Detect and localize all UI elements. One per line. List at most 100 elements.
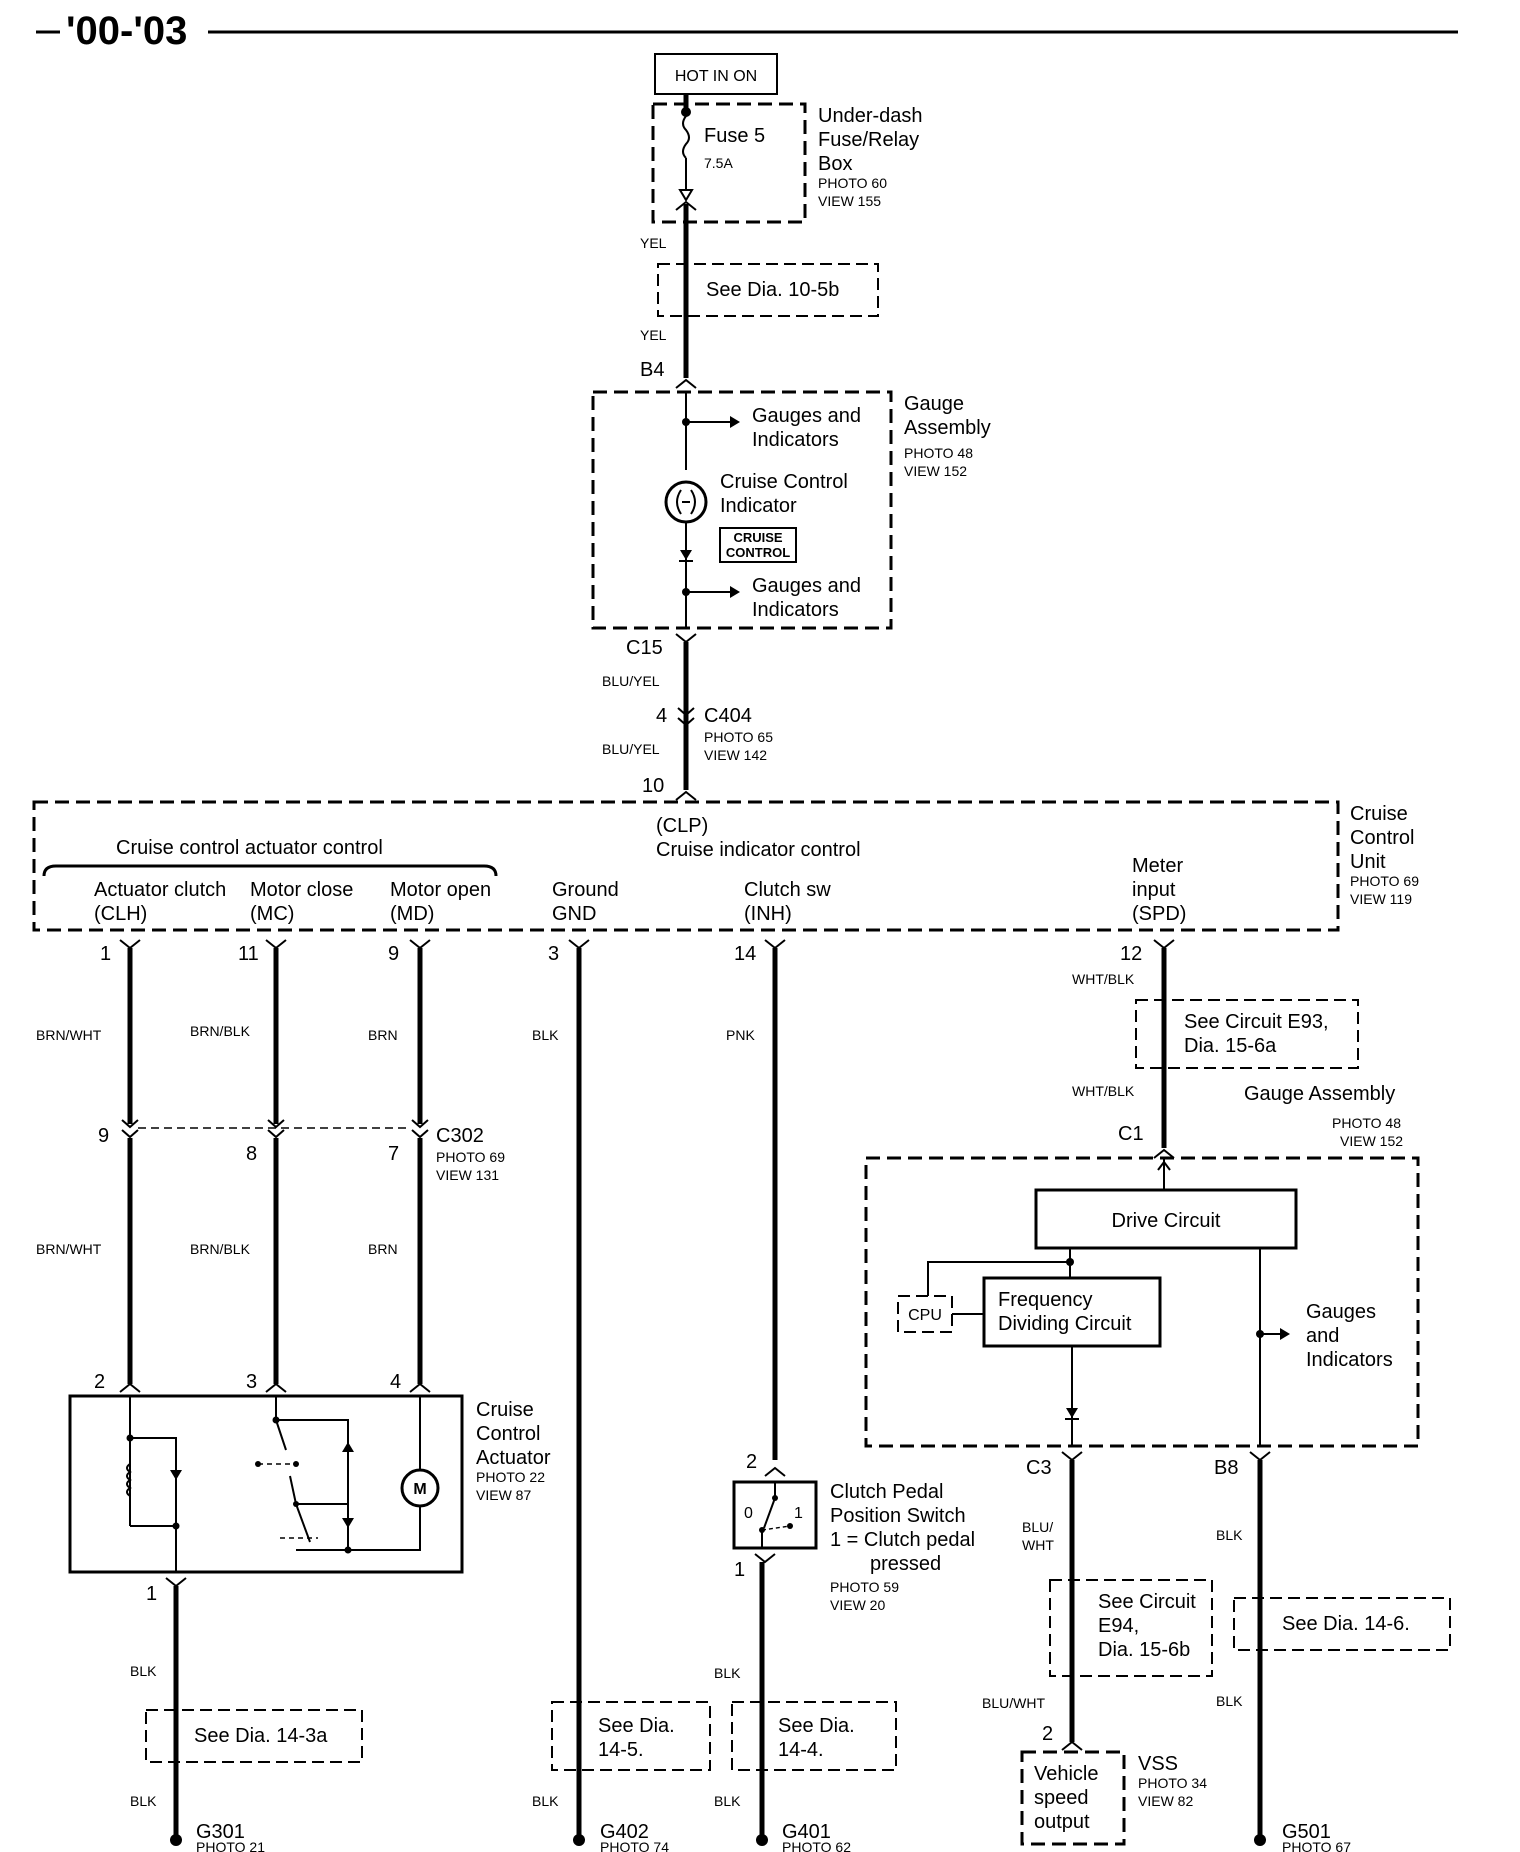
badge-text-2: CONTROL	[726, 545, 790, 560]
act-clutch-loop	[130, 1437, 177, 1527]
gauge-assembly-bottom-box	[864, 1156, 1420, 1448]
actuator-pin-2: 2	[94, 1371, 105, 1393]
wire-blk-b8-label-a: BLK	[1216, 1527, 1243, 1543]
wire-md-label-b: BRN	[368, 1241, 398, 1257]
gauge-top-out2-1: Gauges and	[752, 575, 861, 597]
act-diode-2-icon	[342, 1518, 354, 1528]
drive-to-cpu-wire	[927, 1261, 1070, 1296]
fuse-out-arrow	[678, 189, 694, 202]
act-switch-1	[275, 1419, 287, 1451]
gauge-top-out1-2: Indicators	[752, 429, 839, 451]
see-dia-14-6-box	[1233, 1597, 1451, 1651]
wire-mc-label-a: BRN/BLK	[190, 1023, 251, 1039]
gauge-bottom-view: VIEW 152	[1340, 1133, 1403, 1149]
vehicle-speed-output-box	[1020, 1750, 1126, 1846]
gauge-assembly-top-box	[591, 390, 893, 630]
ccu-pin-9: 9	[388, 943, 399, 965]
ccu-term-inh-2: (INH)	[744, 903, 792, 925]
c302-pin-9: 9	[98, 1125, 109, 1147]
ground-g301-name: G301	[196, 1821, 245, 1843]
ccu-term-md-1: Motor open	[390, 879, 491, 901]
clutch-switch-view: VIEW 20	[830, 1597, 885, 1613]
ground-g402-name: G402	[600, 1821, 649, 1843]
gauge-bottom-in-arrow	[1157, 1160, 1171, 1171]
wire-wht-blk-label-a: WHT/BLK	[1072, 971, 1135, 987]
act-motor-loop	[276, 1419, 349, 1551]
see-dia-10-5b: See Dia. 10-5b	[706, 279, 839, 301]
ccu-pin-3: 3	[548, 943, 559, 965]
ccu-photo: PHOTO 69	[1350, 873, 1419, 889]
clutch-coil-icon	[126, 1463, 132, 1497]
actuator-view: VIEW 87	[476, 1487, 531, 1503]
wire-blk-b8-label-b: BLK	[1216, 1693, 1243, 1709]
connector-vss	[1061, 1740, 1083, 1751]
freq-diode-icon	[1066, 1408, 1078, 1418]
actuator-ground-pin: 1	[146, 1583, 157, 1605]
pin-b8: B8	[1214, 1457, 1238, 1479]
ground-g501-name: G501	[1282, 1821, 1331, 1843]
actuator-pin-3: 3	[246, 1371, 257, 1393]
see-circuit-e94-2: E94,	[1098, 1615, 1139, 1637]
gauge-top-arrow-1	[730, 416, 740, 428]
ccu-pin-14: 14	[734, 943, 756, 965]
fuse-box-title-3: Box	[818, 153, 852, 175]
ccu-term-inh-1: Clutch sw	[744, 879, 831, 901]
clutch-switch-title-4: pressed	[870, 1553, 941, 1575]
pin-10: 10	[642, 775, 664, 797]
ccu-pin-11: 11	[238, 943, 259, 965]
connector-c3	[1061, 1451, 1083, 1462]
pin-b4: B4	[640, 359, 664, 381]
wire-gnd-label: BLK	[532, 1027, 559, 1043]
gauge-top-photo: PHOTO 48	[904, 445, 973, 461]
wire-blk-sw-label-b: BLK	[714, 1793, 741, 1809]
clutch-switch-title-3: 1 = Clutch pedal	[830, 1529, 975, 1551]
see-circuit-e94-box	[1049, 1579, 1213, 1677]
gauge-bottom-out-2: and	[1306, 1325, 1339, 1347]
connector-c15	[675, 633, 697, 644]
ccu-term-spd-3: (SPD)	[1132, 903, 1186, 925]
actuator-title-3: Actuator	[476, 1447, 551, 1469]
ccu-term-spd-1: Meter	[1132, 855, 1183, 877]
act-dot-1	[126, 1434, 134, 1442]
wire-mc-label-b: BRN/BLK	[190, 1241, 251, 1257]
vss-box-2: speed	[1034, 1787, 1089, 1809]
fuse-symbol	[682, 115, 690, 159]
act-switch-2	[289, 1475, 297, 1505]
cruise-control-actuator-box	[68, 1394, 464, 1574]
freq-label-1: Frequency	[998, 1289, 1093, 1311]
clutch-sw-state-1: 1	[794, 1505, 803, 1522]
wire-wht-blk-label-b: WHT/BLK	[1072, 1083, 1135, 1099]
ccu-view: VIEW 119	[1350, 891, 1412, 907]
wire-blu-wht-label-1b: WHT	[1022, 1537, 1054, 1553]
ccu-group-bracket	[42, 864, 498, 877]
ground-g301-photo: PHOTO 21	[196, 1839, 265, 1852]
pin-c1: C1	[1118, 1123, 1144, 1145]
c302-view: VIEW 131	[436, 1167, 499, 1183]
clutch-switch-title-1: Clutch Pedal	[830, 1481, 943, 1503]
gauge-bottom-out-3: Indicators	[1306, 1349, 1393, 1371]
gauge-top-title-2: Assembly	[904, 417, 991, 439]
fuse-relay-box	[651, 102, 807, 224]
actuator-ground-connector	[165, 1577, 187, 1588]
ground-g401-photo: PHOTO 62	[782, 1839, 851, 1852]
ccu-group-label: Cruise control actuator control	[116, 837, 383, 859]
wire-blk-gnd-label: BLK	[532, 1793, 559, 1809]
cpu-label: CPU	[908, 1307, 942, 1324]
wire-md-label-a: BRN	[368, 1027, 398, 1043]
ccu-title-3: Unit	[1350, 851, 1386, 873]
ccu-title-1: Cruise	[1350, 803, 1408, 825]
ground-g501-icon	[1254, 1834, 1266, 1846]
act-dot-4	[255, 1461, 261, 1467]
gauge-top-diode-icon	[680, 550, 692, 560]
drive-circuit-label: Drive Circuit	[1112, 1210, 1221, 1232]
act-dot-7	[344, 1546, 352, 1554]
hot-in-on-label: HOT IN ON	[675, 68, 757, 85]
fuse-box-view: VIEW 155	[818, 193, 881, 209]
pin-c3: C3	[1026, 1457, 1052, 1479]
connector-c302	[121, 1119, 429, 1139]
ground-g501: G501 PHOTO 67	[1254, 1821, 1351, 1852]
clutch-sw-blade	[763, 1497, 776, 1529]
act-motor-return	[348, 1506, 421, 1551]
act-switch-3	[295, 1503, 311, 1543]
